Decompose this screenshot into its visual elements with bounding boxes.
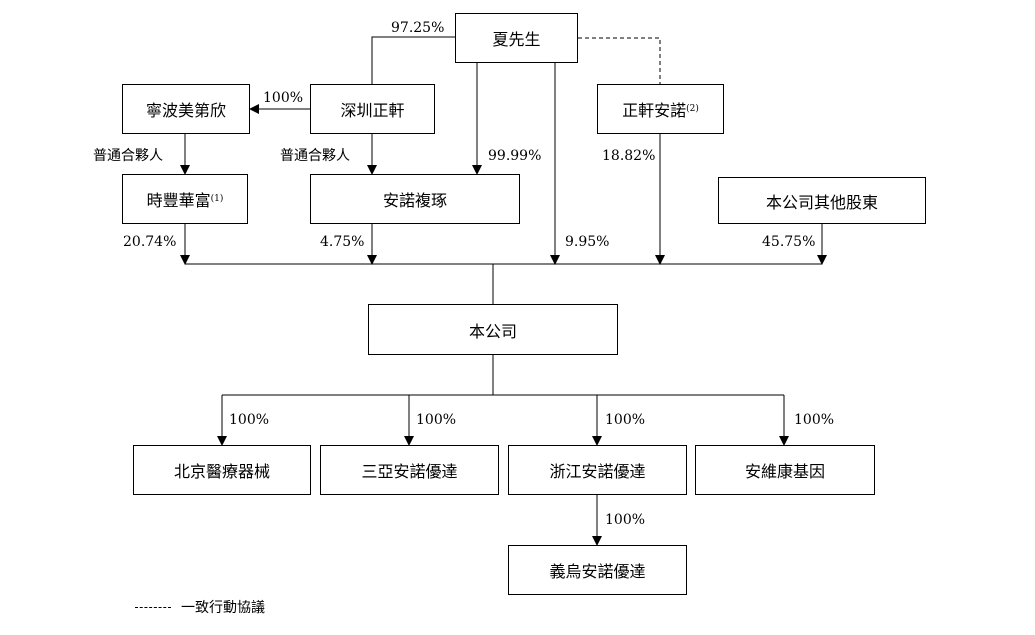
node-label: 時豐華富 (146, 191, 211, 210)
node-shifenghuafu: 時豐華富(1) (122, 174, 248, 224)
node-label: 正軒安諾 (622, 101, 687, 120)
label-company-beijing: 100% (229, 412, 270, 428)
legend: 一致行動協議 (135, 597, 265, 617)
label-company-zhejiang: 100% (605, 412, 646, 428)
node-label: 安諾複琢 (382, 191, 447, 210)
node-yiwu: 義烏安諾優達 (508, 545, 687, 595)
footnote-mark: (2) (686, 104, 699, 114)
node-anuo-fuzhuo: 安諾複琢 (310, 174, 520, 224)
edge-concert-dashed (578, 37, 661, 84)
label-xia-shenzhen: 97.25% (391, 20, 445, 36)
node-label: 寧波美第欣 (145, 101, 226, 120)
label-ningbo-shifenghuafu: 普通合夥人 (93, 148, 163, 164)
label-xia-anuo: 99.99% (488, 148, 542, 164)
footnote-mark: (1) (210, 194, 224, 204)
node-zhejiang: 浙江安諾優達 (508, 445, 687, 495)
label-shenzhen-ningbo: 100% (263, 90, 304, 106)
node-label: 北京醫療器械 (173, 462, 270, 481)
node-xia: 夏先生 (455, 13, 578, 63)
node-ningbo: 寧波美第欣 (122, 84, 250, 134)
node-label: 義烏安諾優達 (549, 562, 646, 581)
node-label: 本公司其他股東 (765, 192, 878, 212)
node-label: 三亞安諾優達 (361, 462, 458, 481)
label-zhejiang-yiwu: 100% (605, 512, 646, 528)
node-sanya: 三亞安諾優達 (320, 445, 499, 495)
node-shenzhen: 深圳正軒 (310, 84, 435, 134)
node-company: 本公司 (368, 304, 618, 355)
node-label: 安維康基因 (744, 462, 825, 481)
node-label: 本公司 (468, 321, 517, 341)
label-xia-company: 9.95% (565, 234, 610, 250)
label-shifenghuafu-company: 20.74% (123, 234, 177, 250)
node-other-shareholders: 本公司其他股東 (718, 177, 926, 224)
dashed-line-sample (135, 606, 171, 608)
edge-xia-shenzhen (371, 36, 455, 84)
legend-label: 一致行動協議 (181, 600, 265, 616)
node-label: 深圳正軒 (340, 101, 405, 120)
node-zhengxuan-anuo: 正軒安諾(2) (597, 84, 724, 134)
label-shenzhen-anuo: 普通合夥人 (280, 148, 350, 164)
label-company-anweikang: 100% (794, 412, 835, 428)
node-beijing: 北京醫療器械 (133, 445, 311, 495)
node-label: 浙江安諾優達 (549, 462, 646, 481)
label-anuo-company: 4.75% (320, 234, 365, 250)
node-label: 夏先生 (492, 30, 541, 49)
label-other-company: 45.75% (762, 234, 816, 250)
label-zhengxuan-company: 18.82% (602, 148, 656, 164)
label-company-sanya: 100% (416, 412, 457, 428)
node-anweikang: 安維康基因 (695, 445, 875, 495)
